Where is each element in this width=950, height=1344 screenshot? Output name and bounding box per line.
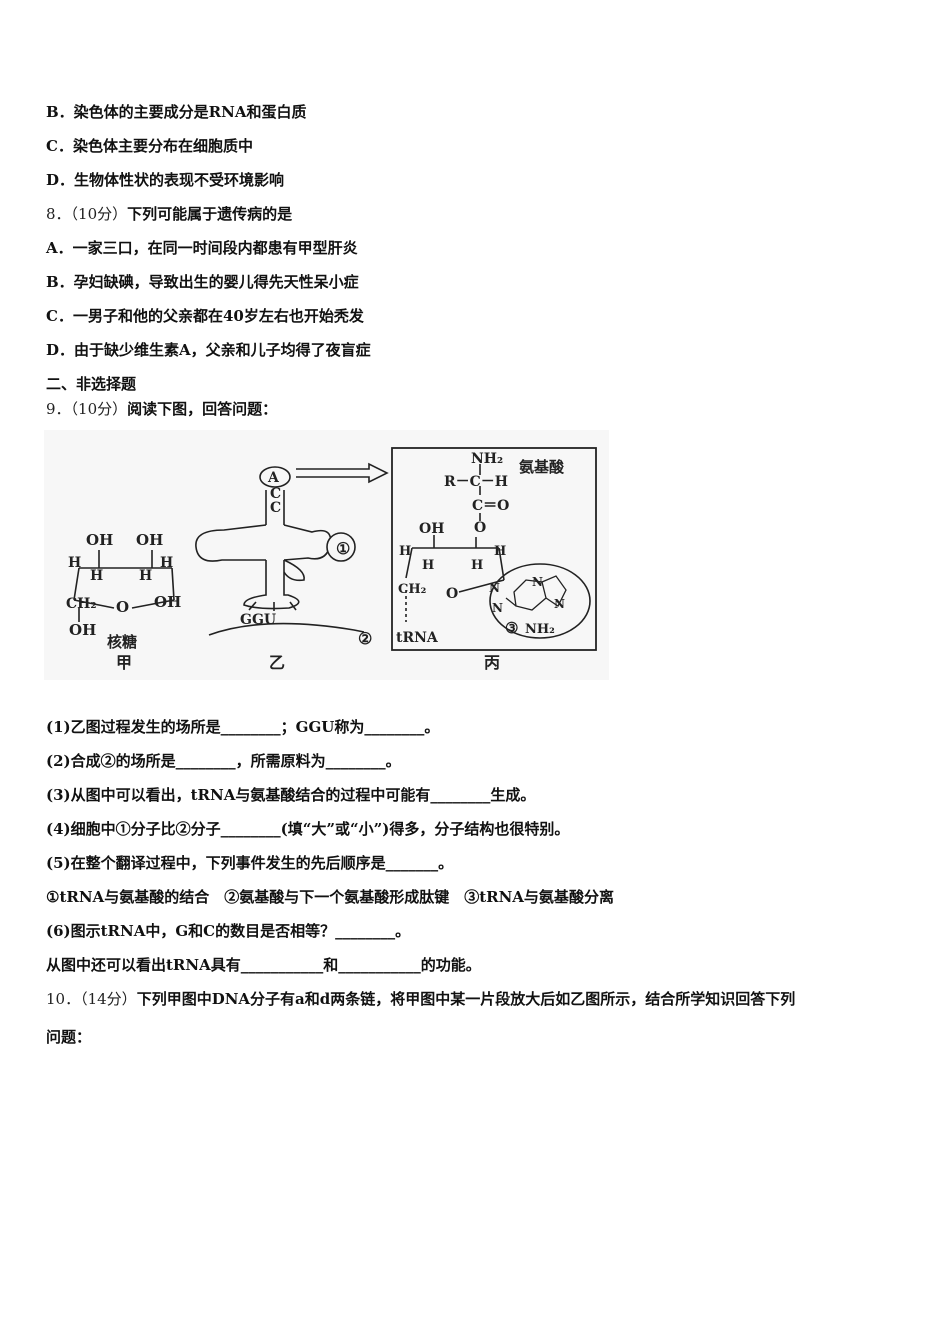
- trna-figure: OH OH H H H H CH₂ O OH OH 核糖 甲 A C C ① G…: [44, 430, 609, 680]
- jia-oh-bottom: OH: [69, 621, 96, 639]
- bing-h: H: [422, 558, 434, 573]
- purine-ring: [505, 575, 567, 611]
- jia-h: H: [139, 568, 152, 584]
- base-nh2: NH₂: [525, 622, 555, 637]
- trna-diagram: OH OH H H H H CH₂ O OH OH 核糖 甲 A C C ① G…: [44, 430, 609, 680]
- q9-sub-5: (5)在整个翻译过程中，下列事件发生的先后顺序是_______。: [46, 854, 454, 872]
- q9-sub-3: (3)从图中可以看出，tRNA与氨基酸结合的过程中可能有________生成。: [46, 786, 536, 804]
- bing-ch2: CH₂: [398, 582, 426, 597]
- jia-h: H: [160, 555, 173, 571]
- question-number: 9．（10分）: [46, 400, 128, 418]
- trna-cloverleaf: [195, 466, 365, 636]
- jia-oh-top-left: OH: [86, 531, 113, 549]
- question-number: 8．（10分）: [46, 205, 128, 223]
- trna-loop-right: [326, 532, 356, 562]
- q9-sub-2: (2)合成②的场所是________，所需原料为________。: [46, 752, 401, 770]
- jia-oh-top-right: OH: [136, 531, 163, 549]
- trna-label: tRNA: [396, 630, 439, 646]
- bing-h: H: [399, 544, 411, 559]
- bing-h: H: [494, 544, 506, 559]
- marker-2: ②: [358, 629, 372, 648]
- bing-box: [391, 447, 597, 651]
- q7-option-d: D．生物体性状的表现不受环境影响: [46, 171, 285, 189]
- bing-o-link: O: [474, 520, 486, 536]
- ribose-label: 核糖: [107, 633, 137, 651]
- jia-h: H: [68, 555, 81, 571]
- base-n: N: [554, 597, 565, 611]
- q9-sub-5-options: ①tRNA与氨基酸的结合 ②氨基酸与下一个氨基酸形成肽键 ③tRNA与氨基酸分离: [46, 888, 614, 906]
- bing-h: H: [471, 558, 483, 573]
- q7-option-c: C．染色体主要分布在细胞质中: [46, 137, 253, 155]
- jia-ch2: CH₂: [66, 596, 97, 612]
- figure-jia-label: 甲: [116, 653, 132, 672]
- question-10-cont: 问题：: [46, 1028, 92, 1046]
- q8-option-d: D．由于缺少维生素A，父亲和儿子均得了夜盲症: [46, 341, 371, 359]
- question-9: 9．（10分）阅读下图，回答问题：: [46, 400, 278, 418]
- q8-option-a: A．一家三口，在同一时间段内都患有甲型肝炎: [46, 239, 358, 257]
- ribose-structure: [73, 550, 175, 622]
- base-n: N: [532, 575, 543, 589]
- bing-r-group: R－C－H: [444, 474, 508, 490]
- bing-carbonyl: C＝O: [472, 498, 509, 514]
- bing-o: O: [446, 586, 458, 602]
- figure-bing-label: 丙: [484, 653, 500, 672]
- bing-nh2: NH₂: [471, 451, 503, 467]
- q8-option-b: B．孕妇缺碘，导致出生的婴儿得先天性呆小症: [46, 273, 359, 291]
- ggu-label: GGU: [240, 612, 276, 628]
- question-8: 8．（10分）下列可能属于遗传病的是: [46, 205, 293, 223]
- yi-c2: C: [270, 500, 281, 516]
- bing-oh: OH: [419, 521, 444, 537]
- yi-c1: C: [270, 486, 281, 502]
- anticodon-a: A: [267, 470, 280, 486]
- amino-acid-label: 氨基酸: [519, 458, 565, 476]
- question-number: 10．（14分）: [46, 990, 137, 1008]
- jia-o: O: [116, 598, 129, 616]
- q9-sub-6: (6)图示tRNA中，G和C的数目是否相等？________。: [46, 922, 411, 940]
- base-n: N: [492, 601, 503, 615]
- base-n: N: [489, 581, 500, 595]
- question-10: 10．（14分）下列甲图中DNA分子有a和d两条链，将甲图中某一片段放大后如乙图…: [46, 990, 796, 1008]
- section-heading: 二、非选择题: [46, 375, 137, 393]
- q9-sub-1: (1)乙图过程发生的场所是________；GGU称为________。: [46, 718, 440, 736]
- q7-option-b: B．染色体的主要成分是RNA和蛋白质: [46, 103, 307, 121]
- marker-3: ③: [505, 619, 518, 637]
- q9-sub-4: (4)细胞中①分子比②分子________(填“大”或“小”)得多，分子结构也很…: [46, 820, 570, 838]
- marker-1: ①: [336, 539, 350, 558]
- jia-h: H: [90, 568, 103, 584]
- q9-sub-7: 从图中还可以看出tRNA具有___________和___________的功能…: [46, 956, 481, 974]
- q8-option-c: C．一男子和他的父亲都在40岁左右也开始秃发: [46, 307, 364, 325]
- jia-oh-right: OH: [154, 593, 181, 611]
- figure-yi-label: 乙: [269, 653, 285, 672]
- base-circle: [489, 563, 591, 639]
- arrow-icon: [296, 462, 389, 484]
